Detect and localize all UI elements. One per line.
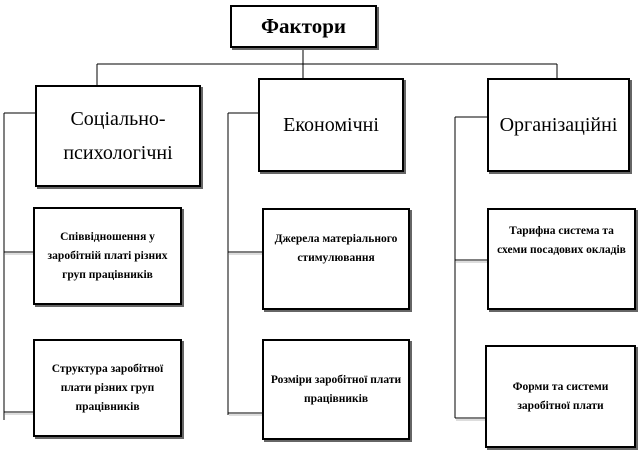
- factor-text: Співвідношення у заробітній платі різних…: [47, 230, 168, 281]
- factors-title-box: Фактори: [230, 5, 377, 48]
- factor-box: Джерела матеріального стимулювання: [262, 208, 410, 310]
- factor-text: Структура заробітної плати різних груп п…: [51, 362, 164, 413]
- factor-text: Форми та системи заробітної плати: [512, 380, 609, 412]
- factor-box: Співвідношення у заробітній платі різних…: [33, 207, 182, 305]
- group-label: Соціально-психологічні: [63, 108, 173, 164]
- group-label: Економічні: [283, 114, 379, 136]
- title-text: Фактори: [261, 14, 346, 38]
- group-economic: Економічні: [258, 78, 404, 172]
- factor-box: Тарифна система та схеми посадових оклад…: [487, 208, 636, 310]
- group-social-psychological: Соціально-психологічні: [35, 85, 201, 187]
- factor-box: Розміри заробітної плати працівників: [262, 339, 410, 440]
- factor-text: Тарифна система та схеми посадових оклад…: [497, 225, 626, 256]
- factor-text: Розміри заробітної плати працівників: [270, 373, 402, 405]
- factor-text: Джерела матеріального стимулювання: [274, 233, 398, 264]
- group-label: Організаційні: [499, 114, 618, 136]
- group-organizational: Організаційні: [487, 78, 630, 172]
- factor-box: Форми та системи заробітної плати: [485, 345, 636, 448]
- factor-box: Структура заробітної плати різних груп п…: [33, 339, 182, 437]
